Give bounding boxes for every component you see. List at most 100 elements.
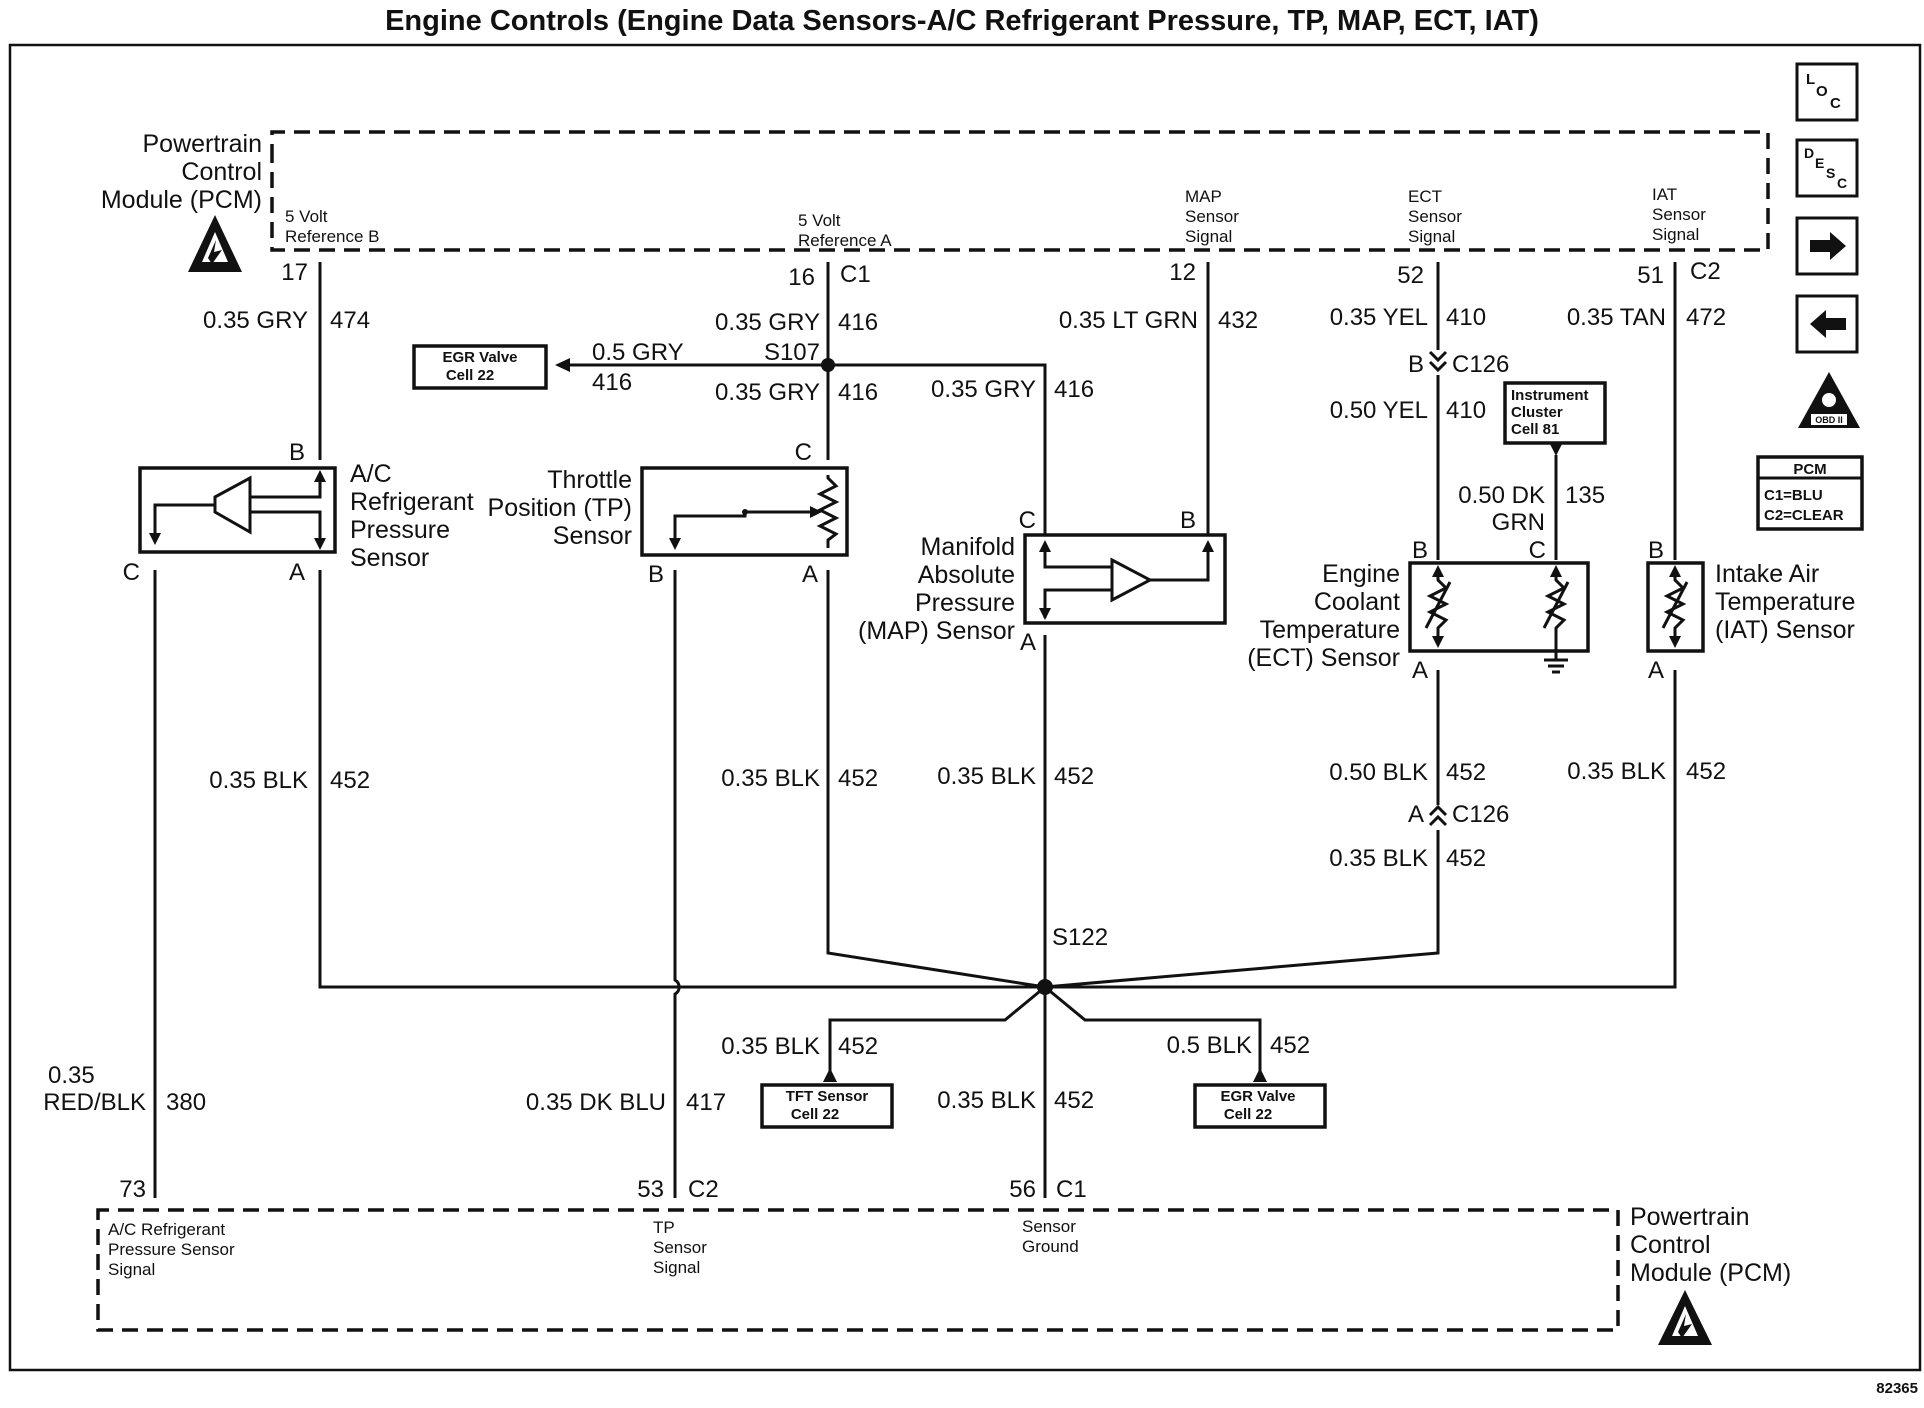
wire-416-map: [828, 363, 1047, 535]
svg-text:Cell 22: Cell 22: [446, 367, 494, 384]
splice-s107-dot: [821, 358, 835, 372]
svg-text:Sensor: Sensor: [350, 544, 429, 572]
loc-button[interactable]: L O C: [1795, 62, 1859, 122]
arrow-to-egr-bottom: [1253, 1068, 1267, 1082]
wire-417-circuit: 417: [686, 1089, 726, 1116]
pcm-top-block: Powertrain Control Module (PCM) 5 Volt R…: [101, 130, 1770, 291]
svg-text:Refrigerant: Refrigerant: [350, 488, 474, 516]
pcm-connector-legend: PCM C1=BLU C2=CLEAR: [1756, 455, 1864, 531]
pin-label-map-3: Signal: [1185, 227, 1232, 246]
svg-text:Pressure: Pressure: [350, 516, 450, 544]
pin-label-iat-2: Sensor: [1652, 205, 1706, 224]
svg-text:Intake Air: Intake Air: [1715, 560, 1819, 588]
wire-452tp-circuit: 452: [838, 765, 878, 792]
svg-text:Temperature: Temperature: [1260, 616, 1400, 644]
svg-text:A: A: [1412, 657, 1428, 684]
svg-text:A/C: A/C: [350, 460, 392, 488]
pin-label-iat-1: IAT: [1652, 185, 1677, 204]
wire-452tft-color: 0.35 BLK: [721, 1033, 820, 1060]
svg-text:B: B: [1180, 507, 1196, 534]
svg-text:(IAT) Sensor: (IAT) Sensor: [1715, 616, 1855, 644]
wire-416egr-color: 0.5 GRY: [592, 339, 684, 366]
pin-number-16: 16: [788, 264, 815, 291]
wire-472-circuit: 472: [1686, 304, 1726, 331]
wire-380-color-1: 0.35: [48, 1062, 95, 1089]
pcm-top-label-line2: Control: [181, 158, 262, 186]
desc-button[interactable]: D E S C: [1795, 138, 1859, 198]
svg-text:Throttle: Throttle: [547, 466, 632, 494]
splice-s122-dot: [1037, 979, 1053, 995]
svg-text:C1=BLU: C1=BLU: [1764, 487, 1823, 504]
ref-egr-valve-top[interactable]: EGR Valve Cell 22: [412, 344, 548, 390]
wire-452tp-color: 0.35 BLK: [721, 765, 820, 792]
svg-text:C: C: [1830, 95, 1841, 112]
wire-452tft-circuit: 452: [838, 1033, 878, 1060]
arrow-to-tft: [823, 1068, 837, 1082]
wire-416tp-color: 0.35 GRY: [715, 379, 820, 406]
wire-452-egr: [1044, 985, 1262, 1078]
svg-text:C: C: [1529, 537, 1546, 564]
pin-number-12: 12: [1169, 259, 1196, 286]
next-page-button[interactable]: [1795, 216, 1859, 276]
wire-474-circuit: 474: [330, 307, 370, 334]
wire-452egr-color: 0.5 BLK: [1167, 1032, 1252, 1059]
svg-text:(MAP) Sensor: (MAP) Sensor: [858, 617, 1015, 645]
wire-135-color-2: GRN: [1492, 509, 1545, 536]
pcm-top-dashed-box: [270, 130, 1770, 252]
pin-number-53: 53: [637, 1176, 664, 1203]
svg-text:Position (TP): Position (TP): [488, 494, 632, 522]
pin-number-17: 17: [281, 259, 308, 286]
wire-452map-color: 0.35 BLK: [937, 763, 1036, 790]
wire-410a-color: 0.35 YEL: [1330, 304, 1428, 331]
svg-text:B: B: [1412, 537, 1428, 564]
wire-417: [673, 570, 681, 1198]
pcm-bottom-label-line2: Control: [1630, 1231, 1711, 1259]
svg-text:C: C: [795, 439, 812, 466]
svg-text:A: A: [802, 561, 818, 588]
svg-text:E: E: [1815, 155, 1824, 171]
svg-text:C126: C126: [1452, 351, 1509, 378]
svg-text:TFT Sensor: TFT Sensor: [786, 1088, 869, 1105]
ref-tft-sensor[interactable]: TFT Sensor Cell 22: [760, 1083, 894, 1129]
throttle-position-sensor: C B A Throttle Position (TP) Sensor: [488, 439, 849, 588]
pin-label-ect-3: Signal: [1408, 227, 1455, 246]
arrow-right-icon: [1810, 232, 1846, 260]
prev-page-button[interactable]: [1795, 294, 1859, 354]
map-sensor: C B A Manifold Absolute Pressure (MAP) S…: [858, 507, 1227, 656]
svg-text:C: C: [1837, 175, 1847, 191]
pcm-bottom-label-line1: Powertrain: [1630, 1203, 1750, 1231]
svg-text:O: O: [1816, 83, 1828, 100]
pin-connector-c1-top: C1: [840, 261, 871, 288]
pin-label-gnd-2: Ground: [1022, 1237, 1079, 1256]
pin-label-ect-1: ECT: [1408, 187, 1442, 206]
wire-452ac-color: 0.35 BLK: [209, 767, 308, 794]
pin-label-ref-b-1: 5 Volt: [285, 207, 328, 226]
ref-egr-valve-bottom[interactable]: EGR Valve Cell 22: [1193, 1083, 1327, 1129]
svg-text:Absolute: Absolute: [918, 561, 1015, 589]
pin-label-ect-2: Sensor: [1408, 207, 1462, 226]
wire-135-circuit: 135: [1565, 482, 1605, 509]
svg-text:Cell 81: Cell 81: [1511, 421, 1559, 438]
pin-label-ref-a-1: 5 Volt: [798, 211, 841, 230]
pcm-bottom-block: 73 53 C2 56 C1 A/C Refrigerant Pressure …: [96, 1176, 1791, 1345]
pcm-bottom-label-line3: Module (PCM): [1630, 1259, 1791, 1287]
svg-text:A: A: [1020, 629, 1036, 656]
wire-452-iat: [1045, 670, 1677, 989]
pin-number-56: 56: [1009, 1176, 1036, 1203]
pin-label-ac-1: A/C Refrigerant: [108, 1220, 225, 1239]
wire-416map-circuit: 416: [1054, 376, 1094, 403]
diagram-frame: [8, 43, 1922, 1372]
svg-text:Temperature: Temperature: [1715, 588, 1855, 616]
wire-416map-color: 0.35 GRY: [931, 376, 1036, 403]
wire-410b-circuit: 410: [1446, 397, 1486, 424]
wire-416tp-circuit: 416: [838, 379, 878, 406]
svg-text:Cell 22: Cell 22: [1224, 1106, 1272, 1123]
splice-s107-label: S107: [764, 339, 820, 366]
ref-instrument-cluster[interactable]: Instrument Cluster Cell 81: [1503, 381, 1607, 456]
wire-452ac-circuit: 452: [330, 767, 370, 794]
wire-452iat-circuit: 452: [1686, 758, 1726, 785]
pin-label-map-1: MAP: [1185, 187, 1222, 206]
arrow-left-icon: [1810, 310, 1846, 338]
wire-472-color: 0.35 TAN: [1567, 304, 1666, 331]
